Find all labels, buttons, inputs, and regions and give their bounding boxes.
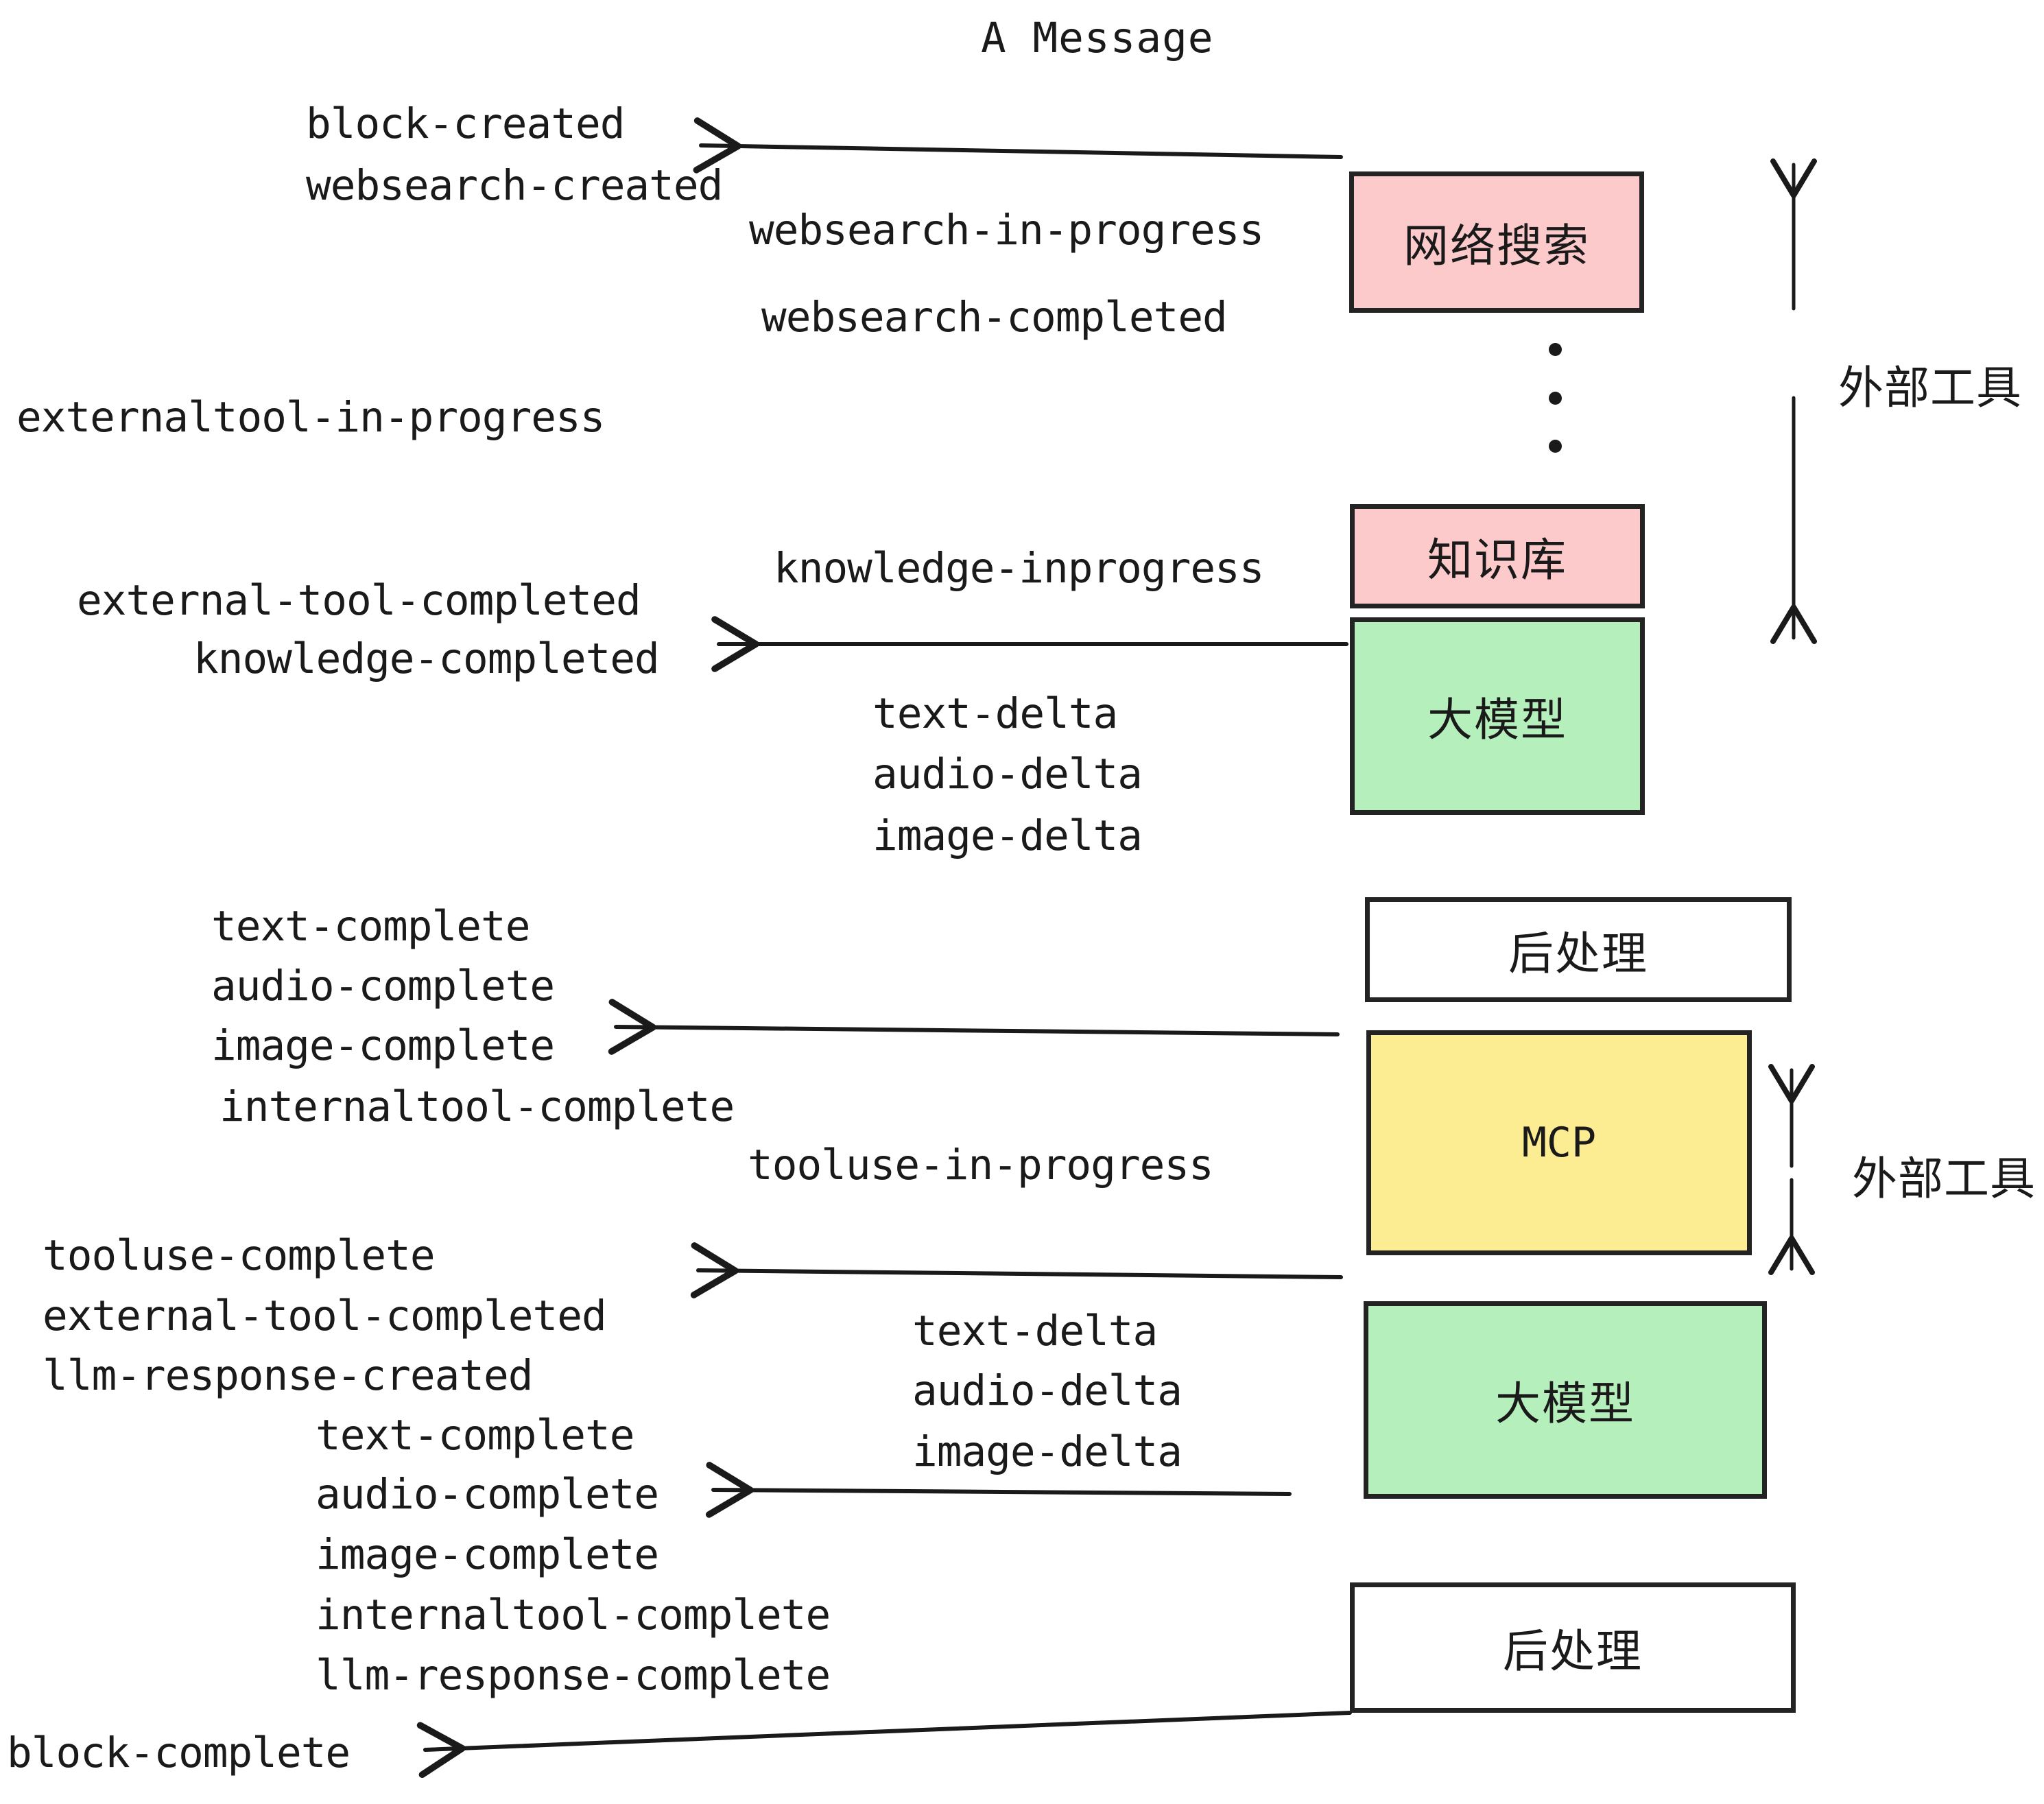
arrow-block-created bbox=[693, 117, 1343, 174]
event-llm-response-created: llm-response-created bbox=[43, 1351, 534, 1400]
node-knowledge: 知识库 bbox=[1350, 504, 1645, 608]
arrow-tooluse-complete bbox=[690, 1242, 1343, 1298]
vertical-ellipsis-icon bbox=[1549, 343, 1562, 453]
side-label-external-tools-bottom: 外部工具 bbox=[1852, 1152, 2036, 1205]
ellipsis-dot bbox=[1549, 391, 1562, 405]
arrow-block-complete bbox=[416, 1711, 1352, 1779]
event-text-complete-1: text-complete bbox=[211, 902, 530, 951]
event-audio-delta-2: audio-delta bbox=[912, 1366, 1183, 1415]
event-external-tool-completed-2: external-tool-completed bbox=[43, 1292, 607, 1340]
side-label-external-tools-top: 外部工具 bbox=[1838, 361, 2022, 414]
node-label-websearch: 网络搜索 bbox=[1403, 219, 1590, 272]
event-knowledge-completed: knowledge-completed bbox=[193, 634, 660, 683]
node-postprocess-1: 后处理 bbox=[1365, 897, 1792, 1002]
arrow-audio-complete bbox=[705, 1462, 1292, 1518]
node-label-mcp: MCP bbox=[1521, 1119, 1597, 1167]
event-knowledge-inprogress: knowledge-inprogress bbox=[774, 544, 1265, 593]
event-text-complete-2: text-complete bbox=[316, 1411, 634, 1460]
page-title: A Message bbox=[981, 14, 1214, 62]
event-websearch-completed: websearch-completed bbox=[761, 293, 1228, 342]
event-websearch-created: websearch-created bbox=[306, 161, 723, 210]
event-image-delta-1: image-delta bbox=[872, 811, 1143, 860]
node-label-knowledge: 知识库 bbox=[1427, 534, 1567, 586]
node-mcp: MCP bbox=[1366, 1030, 1752, 1255]
node-postprocess-2: 后处理 bbox=[1350, 1582, 1796, 1713]
node-label-postprocess-2: 后处理 bbox=[1503, 1625, 1643, 1678]
event-external-tool-completed-1: external-tool-completed bbox=[77, 576, 641, 625]
event-block-complete: block-complete bbox=[7, 1729, 350, 1777]
arrow-image-complete bbox=[608, 999, 1340, 1055]
event-audio-complete-1: audio-complete bbox=[211, 962, 555, 1010]
event-image-complete-2: image-complete bbox=[316, 1530, 659, 1579]
event-text-delta-1: text-delta bbox=[872, 689, 1118, 738]
node-websearch: 网络搜索 bbox=[1349, 171, 1644, 313]
node-llm-2: 大模型 bbox=[1364, 1301, 1767, 1499]
event-externaltool-in-progress: externaltool-in-progress bbox=[16, 393, 605, 442]
node-label-postprocess-1: 后处理 bbox=[1508, 927, 1648, 980]
event-audio-delta-1: audio-delta bbox=[872, 750, 1143, 798]
ellipsis-dot bbox=[1549, 343, 1562, 356]
event-text-delta-2: text-delta bbox=[912, 1307, 1158, 1355]
event-websearch-in-progress: websearch-in-progress bbox=[749, 206, 1264, 254]
event-llm-response-complete: llm-response-complete bbox=[316, 1651, 831, 1700]
event-image-delta-2: image-delta bbox=[912, 1427, 1183, 1476]
event-internaltool-complete-2: internaltool-complete bbox=[316, 1591, 831, 1639]
event-block-created: block-created bbox=[306, 99, 625, 148]
event-tooluse-in-progress: tooluse-in-progress bbox=[748, 1141, 1214, 1189]
node-label-llm-2: 大模型 bbox=[1495, 1377, 1635, 1430]
node-llm-1: 大模型 bbox=[1350, 617, 1645, 815]
ellipsis-dot bbox=[1549, 440, 1562, 453]
event-internaltool-complete-1: internaltool-complete bbox=[219, 1082, 735, 1131]
event-image-complete-1: image-complete bbox=[211, 1021, 555, 1070]
event-audio-complete-2: audio-complete bbox=[316, 1470, 659, 1519]
node-label-llm-1: 大模型 bbox=[1427, 693, 1567, 746]
event-tooluse-complete: tooluse-complete bbox=[43, 1231, 436, 1280]
